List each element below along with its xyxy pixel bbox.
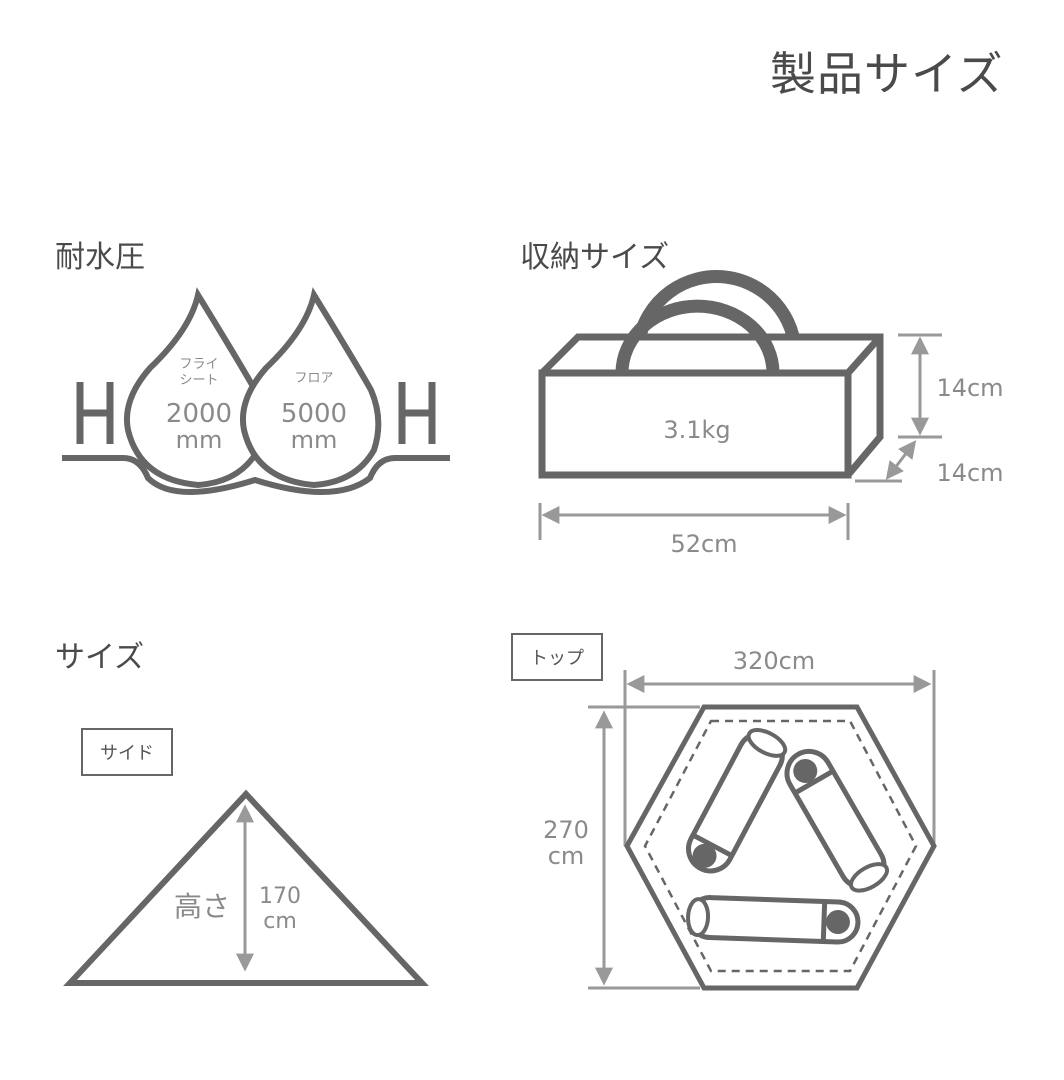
size-heading: サイズ bbox=[55, 640, 145, 675]
waterproof-heading: 耐水圧 bbox=[55, 240, 145, 275]
waterproof-diagram bbox=[62, 287, 450, 495]
side-view-tag: サイド bbox=[81, 728, 173, 776]
top-depth-unit: cm bbox=[548, 842, 585, 870]
top-depth-value: 270 bbox=[543, 816, 589, 844]
sleeping-bag-3 bbox=[686, 895, 861, 945]
page-title: 製品サイズ bbox=[770, 47, 1004, 101]
storage-weight: 3.1kg bbox=[663, 416, 730, 444]
height-unit: cm bbox=[263, 909, 297, 934]
storage-bag-diagram bbox=[538, 270, 942, 540]
storage-height: 14cm bbox=[936, 374, 1003, 402]
sleeping-bag-1 bbox=[686, 728, 788, 874]
storage-width: 52cm bbox=[670, 530, 737, 558]
top-view-diagram bbox=[588, 670, 937, 991]
sleeping-bag-2 bbox=[784, 748, 890, 893]
height-label: 高さ bbox=[174, 890, 230, 923]
drop1-label-line2: シート bbox=[179, 373, 218, 388]
drop1-label-line1: フライ bbox=[179, 357, 218, 372]
storage-depth: 14cm bbox=[936, 459, 1003, 487]
top-width: 320cm bbox=[733, 647, 815, 675]
drop2-value: 5000 bbox=[281, 399, 347, 429]
drop2-label: フロア bbox=[294, 371, 333, 386]
drop2-unit: mm bbox=[291, 426, 338, 454]
side-view-diagram bbox=[63, 789, 429, 986]
top-view-tag: トップ bbox=[511, 633, 603, 681]
h-letter-left bbox=[76, 382, 114, 444]
storage-heading: 収納サイズ bbox=[520, 240, 670, 275]
h-letter-right bbox=[398, 382, 436, 444]
height-value: 170 bbox=[259, 884, 301, 909]
drop1-value: 2000 bbox=[166, 399, 232, 429]
drop1-unit: mm bbox=[176, 426, 223, 454]
